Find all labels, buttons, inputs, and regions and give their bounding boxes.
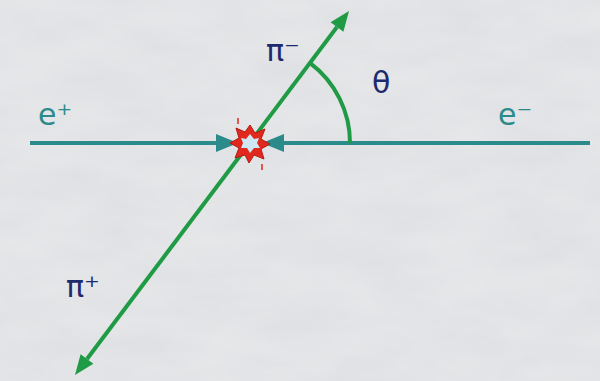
collision-burst (230, 125, 270, 163)
burst-spark (237, 118, 239, 124)
electron-label: e⁻ (498, 98, 532, 131)
pion-track (87, 27, 337, 359)
pion-plus-arrowhead (75, 354, 93, 375)
pion-minus-label: π⁻ (266, 34, 300, 67)
electron-beam (282, 141, 590, 145)
positron-beam (30, 141, 218, 145)
burst-core (241, 134, 260, 153)
pion-plus-label: π⁺ (66, 270, 100, 303)
pion-minus-arrowhead (331, 11, 349, 32)
positron-label: e⁺ (38, 98, 72, 131)
angle-arc (310, 63, 350, 143)
burst-spark (261, 164, 263, 170)
angle-label: θ (372, 66, 390, 99)
